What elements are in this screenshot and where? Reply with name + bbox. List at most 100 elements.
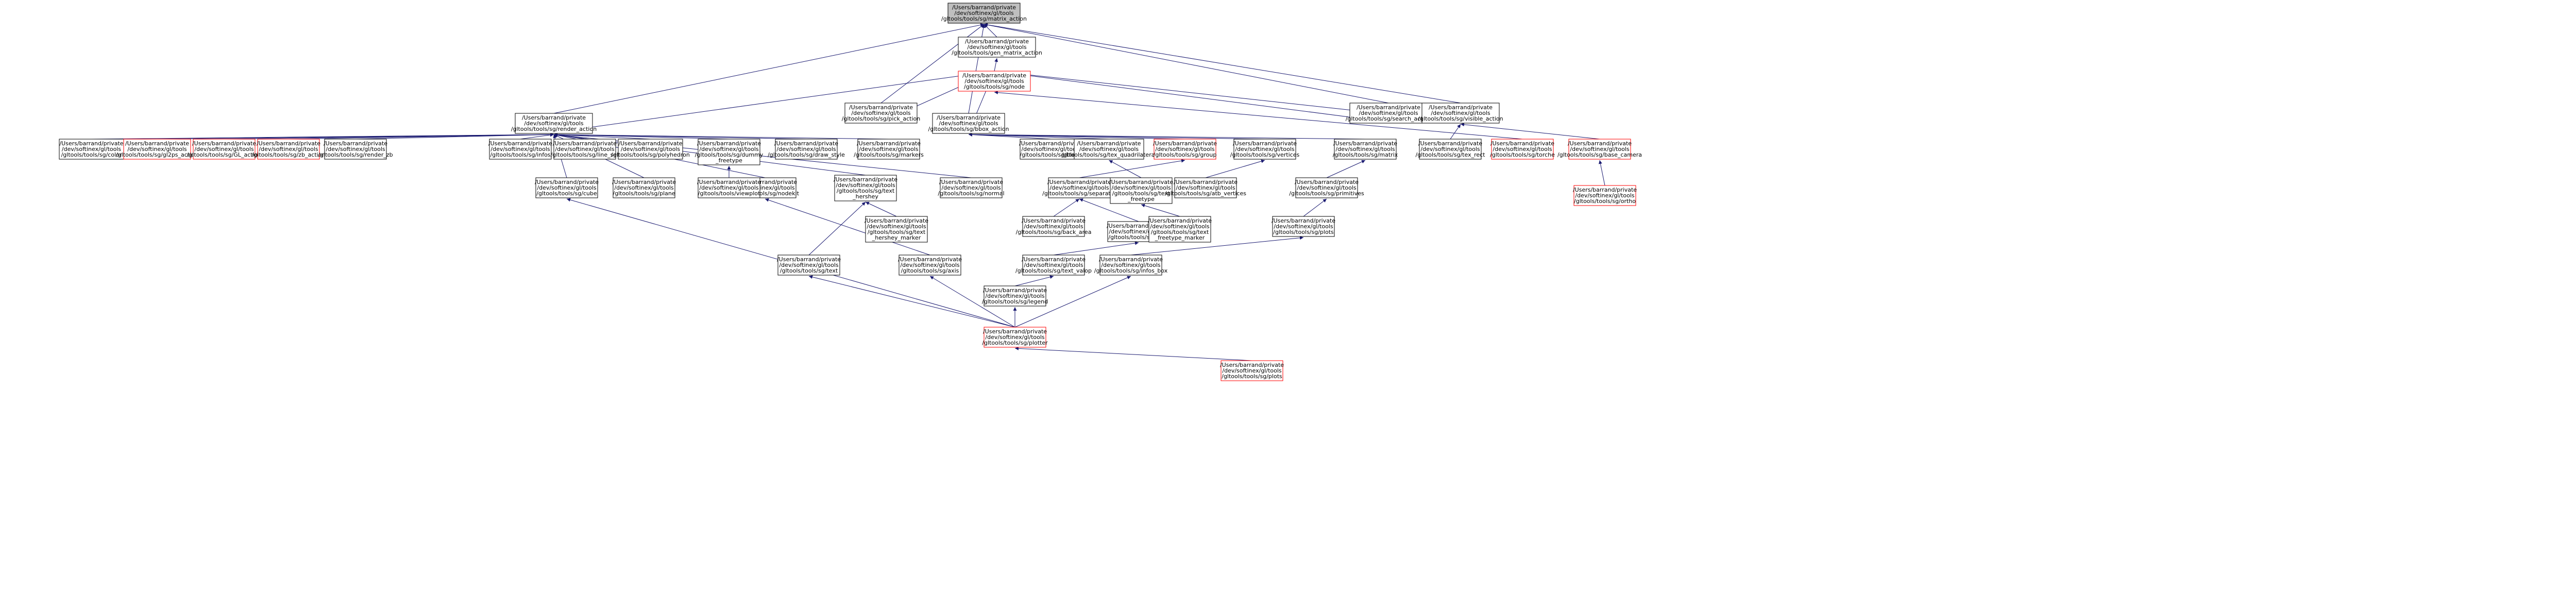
- node-box[interactable]: [1110, 177, 1173, 204]
- node-box[interactable]: [775, 139, 838, 160]
- node-label-line: /Users/barrand/private: [1109, 179, 1173, 185]
- node-box[interactable]: [123, 139, 191, 160]
- node-box[interactable]: [1419, 139, 1482, 160]
- node-box[interactable]: [1074, 139, 1144, 160]
- node-box[interactable]: [1421, 103, 1500, 124]
- node-box[interactable]: [1022, 216, 1085, 237]
- node-box[interactable]: [489, 139, 552, 160]
- node-text_hershey[interactable]: /Users/barrand/private/dev/softinex/gl/t…: [834, 175, 897, 201]
- node-box[interactable]: [1491, 139, 1554, 160]
- node-tex_rect[interactable]: /Users/barrand/private/dev/softinex/gl/t…: [1415, 139, 1485, 160]
- node-box[interactable]: [940, 177, 1003, 198]
- node-line_set[interactable]: /Users/barrand/private/dev/softinex/gl/t…: [551, 139, 620, 160]
- node-color[interactable]: /Users/barrand/private/dev/softinex/gl/t…: [59, 139, 124, 160]
- node-draw_style[interactable]: /Users/barrand/private/dev/softinex/gl/t…: [768, 139, 845, 160]
- node-cube[interactable]: /Users/barrand/private/dev/softinex/gl/t…: [535, 177, 599, 198]
- node-box[interactable]: [1573, 185, 1636, 206]
- node-sg_tools2[interactable]: /Users/barrand/private/dev/softinex/gl/t…: [1272, 216, 1335, 237]
- node-node[interactable]: /Users/barrand/private/dev/softinex/gl/t…: [958, 71, 1031, 92]
- node-viewplot[interactable]: /Users/barrand/private/dev/softinex/gl/t…: [697, 177, 761, 198]
- node-separator[interactable]: /Users/barrand/private/dev/softinex/gl/t…: [1042, 177, 1116, 198]
- node-matrix[interactable]: /Users/barrand/private/dev/softinex/gl/t…: [1333, 139, 1398, 160]
- node-infos_box[interactable]: /Users/barrand/private/dev/softinex/gl/t…: [1094, 255, 1168, 276]
- node-gen_matrix_action[interactable]: /Users/barrand/private/dev/softinex/gl/t…: [952, 37, 1042, 58]
- node-text[interactable]: /Users/barrand/private/dev/softinex/gl/t…: [777, 255, 841, 276]
- node-box[interactable]: [324, 139, 387, 160]
- node-zb_action[interactable]: /Users/barrand/private/dev/softinex/gl/t…: [252, 139, 326, 160]
- node-polyhedron[interactable]: /Users/barrand/private/dev/softinex/gl/t…: [611, 139, 690, 160]
- node-label-line: /Users/barrand/private: [535, 179, 599, 185]
- node-box[interactable]: [857, 139, 920, 160]
- node-label-line: /Users/barrand/private: [774, 140, 838, 147]
- node-box[interactable]: [1022, 255, 1085, 276]
- node-markers[interactable]: /Users/barrand/private/dev/softinex/gl/t…: [854, 139, 924, 160]
- node-text_valop[interactable]: /Users/barrand/private/dev/softinex/gl/t…: [1015, 255, 1092, 276]
- node-normal[interactable]: /Users/barrand/private/dev/softinex/gl/t…: [938, 177, 1005, 198]
- node-tex_quadrilateral[interactable]: /Users/barrand/private/dev/softinex/gl/t…: [1061, 139, 1157, 160]
- node-gl_vertices[interactable]: /Users/barrand/private/dev/softinex/gl/t…: [1165, 177, 1246, 198]
- node-back_area[interactable]: /Users/barrand/private/dev/softinex/gl/t…: [1016, 216, 1092, 237]
- node-box[interactable]: [947, 3, 1021, 24]
- node-bbox_action[interactable]: /Users/barrand/private/dev/softinex/gl/t…: [928, 113, 1009, 134]
- node-box[interactable]: [1272, 216, 1335, 237]
- node-box[interactable]: [899, 255, 961, 276]
- node-box[interactable]: [1568, 139, 1631, 160]
- node-plotter[interactable]: /Users/barrand/private/dev/softinex/gl/t…: [982, 327, 1048, 348]
- node-box[interactable]: [1174, 177, 1237, 198]
- node-search_action[interactable]: /Users/barrand/private/dev/softinex/gl/t…: [1346, 103, 1432, 124]
- node-box[interactable]: [984, 285, 1046, 307]
- node-box[interactable]: [1020, 139, 1082, 160]
- node-box[interactable]: [777, 255, 840, 276]
- node-label-line: /gltools/tools/sg/gl2ps_action: [116, 151, 198, 158]
- node-box[interactable]: [553, 139, 616, 160]
- node-root[interactable]: /Users/barrand/private/dev/softinex/gl/t…: [941, 3, 1027, 24]
- node-gl2ps_action[interactable]: /Users/barrand/private/dev/softinex/gl/t…: [116, 139, 198, 160]
- node-torche[interactable]: /Users/barrand/private/dev/softinex/gl/t…: [1490, 139, 1555, 160]
- node-box[interactable]: [698, 177, 760, 198]
- node-blend[interactable]: /Users/barrand/private/dev/softinex/gl/t…: [1019, 139, 1083, 160]
- node-box[interactable]: [958, 37, 1036, 58]
- node-plots[interactable]: /Users/barrand/private/dev/softinex/gl/t…: [1220, 360, 1284, 381]
- node-box[interactable]: [984, 327, 1046, 348]
- node-text_freetype[interactable]: /Users/barrand/private/dev/softinex/gl/t…: [1109, 177, 1173, 204]
- node-GL_action[interactable]: /Users/barrand/private/dev/softinex/gl/t…: [187, 139, 262, 160]
- node-box[interactable]: [865, 216, 928, 243]
- node-text_freetype_marker[interactable]: /Users/barrand/private/dev/softinex/gl/t…: [1148, 216, 1212, 243]
- node-plane[interactable]: /Users/barrand/private/dev/softinex/gl/t…: [612, 177, 676, 198]
- node-box[interactable]: [535, 177, 598, 198]
- node-box[interactable]: [193, 139, 256, 160]
- node-box[interactable]: [1148, 216, 1211, 243]
- node-box[interactable]: [1295, 177, 1358, 198]
- node-box[interactable]: [1349, 103, 1428, 124]
- node-box[interactable]: [618, 139, 683, 160]
- node-box[interactable]: [698, 139, 760, 165]
- node-vertices[interactable]: /Users/barrand/private/dev/softinex/gl/t…: [1230, 139, 1300, 160]
- node-box[interactable]: [1221, 360, 1283, 381]
- node-infos[interactable]: /Users/barrand/private/dev/softinex/gl/t…: [488, 139, 552, 160]
- node-box[interactable]: [1233, 139, 1296, 160]
- node-legend[interactable]: /Users/barrand/private/dev/softinex/gl/t…: [982, 285, 1048, 307]
- node-box[interactable]: [1099, 255, 1162, 276]
- node-render_action[interactable]: /Users/barrand/private/dev/softinex/gl/t…: [511, 113, 597, 134]
- node-box[interactable]: [515, 113, 593, 134]
- node-box[interactable]: [1334, 139, 1397, 160]
- node-box[interactable]: [834, 175, 897, 201]
- node-pick_action[interactable]: /Users/barrand/private/dev/softinex/gl/t…: [842, 103, 921, 124]
- node-base_camera[interactable]: /Users/barrand/private/dev/softinex/gl/t…: [1557, 139, 1642, 160]
- node-box[interactable]: [613, 177, 675, 198]
- node-box[interactable]: [1154, 139, 1216, 160]
- node-label-line: /gltools/tools/sg/text: [1112, 190, 1171, 197]
- node-box[interactable]: [958, 71, 1031, 92]
- node-visible_action[interactable]: /Users/barrand/private/dev/softinex/gl/t…: [1418, 103, 1503, 124]
- node-box[interactable]: [59, 139, 124, 160]
- node-group[interactable]: /Users/barrand/private/dev/softinex/gl/t…: [1153, 139, 1217, 160]
- node-axis[interactable]: /Users/barrand/private/dev/softinex/gl/t…: [898, 255, 962, 276]
- node-box[interactable]: [932, 113, 1005, 134]
- node-render_zb[interactable]: /Users/barrand/private/dev/softinex/gl/t…: [318, 139, 393, 160]
- node-box[interactable]: [257, 139, 320, 160]
- node-text_hershey_marker[interactable]: /Users/barrand/private/dev/softinex/gl/t…: [865, 216, 928, 243]
- node-box[interactable]: [844, 103, 918, 124]
- node-primitives[interactable]: /Users/barrand/private/dev/softinex/gl/t…: [1289, 177, 1364, 198]
- node-ortho[interactable]: /Users/barrand/private/dev/softinex/gl/t…: [1573, 185, 1637, 206]
- node-dummy_freetype[interactable]: /Users/barrand/private/dev/softinex/gl/t…: [695, 139, 764, 165]
